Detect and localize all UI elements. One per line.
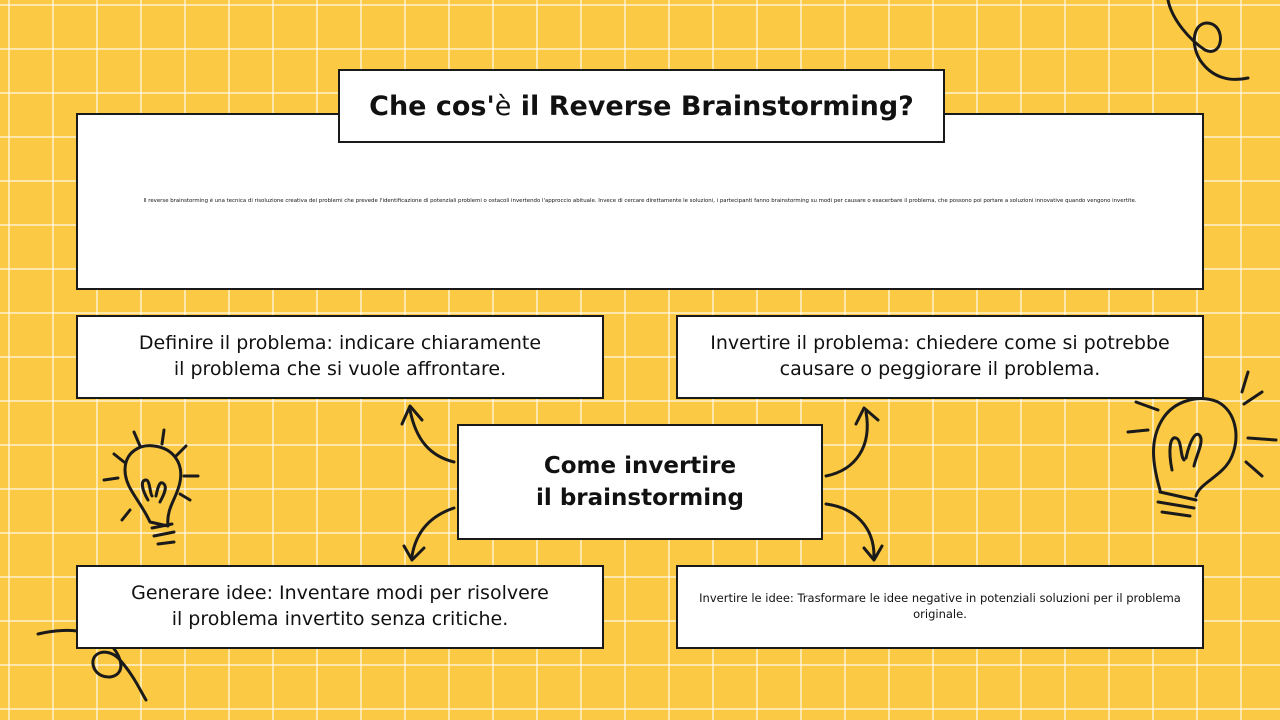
step-invert-ideas: Invertire le idee: Trasformare le idee n…: [676, 565, 1204, 649]
title-suffix: il Reverse Brainstorming?: [511, 90, 914, 122]
title-prefix: Che cos': [369, 90, 495, 122]
intro-text: Il reverse brainstorming è una tecnica d…: [143, 197, 1137, 204]
intro-box: Il reverse brainstorming è una tecnica d…: [76, 113, 1204, 290]
step-invert-text: Invertire il problema: chiedere come si …: [710, 332, 1170, 380]
arrow-icon: [824, 502, 884, 562]
arrow-icon: [402, 506, 456, 562]
lightbulb-icon: [102, 428, 200, 546]
step-generate-text: Generare idee: Inventare modi per risolv…: [131, 582, 549, 630]
step-invert-ideas-text: Invertire le idee: Trasformare le idee n…: [699, 591, 1181, 621]
step-define-problem: Definire il problema: indicare chiaramen…: [76, 315, 604, 399]
center-title: Come invertire il brainstorming: [536, 452, 744, 511]
title-box: Che cos'è il Reverse Brainstorming?: [338, 69, 945, 143]
lightbulb-icon: [1126, 370, 1278, 518]
title-accent: è: [494, 90, 512, 122]
arrow-icon: [400, 404, 456, 464]
swirl-doodle: [1166, 0, 1250, 81]
page-title: Che cos'è il Reverse Brainstorming?: [369, 91, 914, 122]
arrow-icon: [824, 406, 880, 478]
center-box: Come invertire il brainstorming: [457, 424, 823, 540]
step-invert-problem: Invertire il problema: chiedere come si …: [676, 315, 1204, 399]
step-generate-ideas: Generare idee: Inventare modi per risolv…: [76, 565, 604, 649]
step-define-text: Definire il problema: indicare chiaramen…: [138, 332, 542, 380]
